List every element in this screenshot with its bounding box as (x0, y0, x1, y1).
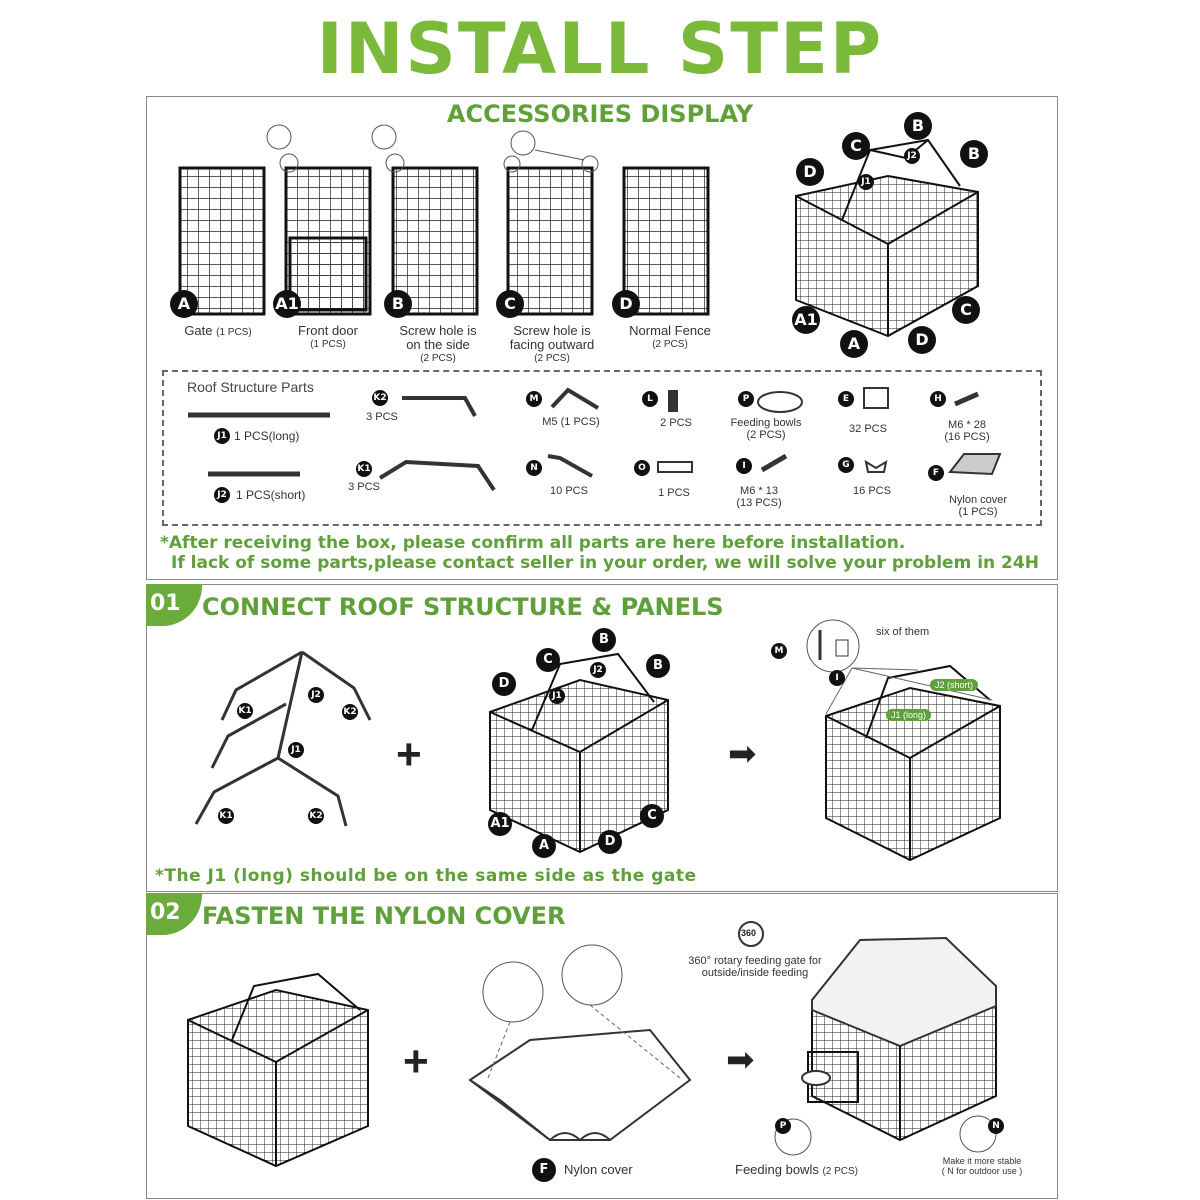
part-badge-e: E (838, 391, 854, 407)
badge-d: D (612, 290, 640, 318)
part-n-text: 10 PCS (550, 485, 588, 497)
part-badge-g: G (838, 457, 854, 473)
tag-j2-short: J2 (short) (930, 679, 979, 691)
step1-note: *The J1 (long) should be on the same sid… (155, 866, 697, 886)
part-badge-m: M (526, 391, 542, 407)
confirm-note-line1: *After receiving the box, please confirm… (160, 533, 906, 553)
part-badge-f: F (928, 465, 944, 481)
part-l-text: 2 PCS (660, 417, 692, 429)
detail-badge-i: I (829, 670, 845, 686)
step1-badge-d: D (492, 672, 516, 696)
part-o-text: 1 PCS (658, 487, 690, 499)
panel-a1-label: Front door(1 PCS) (298, 323, 358, 351)
step2-heading: FASTEN THE NYLON COVER (202, 902, 566, 930)
part-k2-text: 3 PCS (366, 411, 398, 423)
feeding-badge-p: P (775, 1118, 791, 1134)
frame-badge-k2: K2 (342, 704, 358, 720)
confirm-note-line2: If lack of some parts,please contact sel… (171, 553, 1039, 573)
rotary-text: 360° rotary feeding gate for outside/ins… (688, 955, 822, 979)
part-badge-j2: J2 (214, 487, 230, 503)
part-badge-k2: K2 (372, 390, 388, 406)
kennel-badge-j1: J1 (858, 174, 874, 190)
panel-c-label: Screw hole is facing outward(2 PCS) (509, 323, 595, 365)
frame-badge-j1: J1 (288, 742, 304, 758)
part-badge-p: P (738, 391, 754, 407)
tag-j1-long: J1 (long) (886, 709, 932, 721)
feeding-label: Feeding bowls (2 PCS) (735, 1162, 859, 1177)
part-i-text: M6 * 13(13 PCS) (736, 485, 782, 509)
part-e-text: 32 PCS (849, 423, 887, 435)
part-badge-i: I (736, 458, 752, 474)
nylon-badge-f: F (532, 1158, 556, 1182)
frame-badge-k1: K1 (237, 703, 253, 719)
step1-badge-b2: B (646, 654, 670, 678)
kennel-badge-j2: J2 (904, 148, 920, 164)
step1-badge-d2: D (598, 830, 622, 854)
page-title: INSTALL STEP (316, 8, 884, 90)
roof-parts-box (162, 370, 1042, 526)
part-badge-h: H (930, 391, 946, 407)
plus-sign: + (396, 730, 422, 779)
kennel-badge-d: D (796, 158, 824, 186)
step1-badge-b: B (592, 628, 616, 652)
step1-badge-c: C (536, 648, 560, 672)
badge-b: B (384, 290, 412, 318)
rotary-icon: 360 (741, 928, 757, 938)
kennel-badge-a1: A1 (792, 306, 820, 334)
kennel-badge-c: C (842, 132, 870, 160)
part-j2-text: 1 PCS(short) (236, 488, 306, 502)
part-j1-text: 1 PCS(long) (234, 429, 300, 443)
step1-section (146, 584, 1058, 892)
step1-badge-j2: J2 (590, 662, 606, 678)
part-badge-j1: J1 (214, 428, 230, 444)
stable-badge-n: N (988, 1118, 1004, 1134)
step1-badge-j1: J1 (549, 688, 565, 704)
panel-b-label: Screw hole is on the side(2 PCS) (399, 323, 477, 365)
part-badge-n: N (526, 460, 542, 476)
kennel-badge-a: A (840, 330, 868, 358)
arrow-icon-2: ➡ (726, 1041, 755, 1079)
part-badge-k1: K1 (356, 461, 372, 477)
kennel-badge-b2: B (960, 140, 988, 168)
stable-text: Make it more stable( N for outdoor use ) (941, 1156, 1023, 1176)
part-p-text: Feeding bowls(2 PCS) (730, 417, 802, 441)
nylon-label: Nylon cover (564, 1162, 633, 1177)
step1-badge-a1: A1 (488, 812, 512, 836)
six-of-them-text: six of them (876, 626, 930, 638)
step1-badge-c2: C (640, 804, 664, 828)
accessories-heading: ACCESSORIES DISPLAY (446, 100, 754, 128)
frame-badge-k2b: K2 (308, 808, 324, 824)
step2-section (146, 893, 1058, 1199)
kennel-badge-c2: C (952, 296, 980, 324)
badge-a: A (170, 290, 198, 318)
kennel-badge-d2: D (908, 326, 936, 354)
accessories-section (146, 96, 1058, 580)
frame-badge-k1b: K1 (218, 808, 234, 824)
frame-badge-j2: J2 (308, 687, 324, 703)
panel-a-label: Gate (1 PCS) (184, 323, 252, 339)
step1-heading: CONNECT ROOF STRUCTURE & PANELS (202, 593, 724, 621)
kennel-badge-b: B (904, 112, 932, 140)
badge-c: C (496, 290, 524, 318)
detail-badge-m: M (771, 643, 787, 659)
part-g-text: 16 PCS (853, 485, 891, 497)
part-f-text: Nylon cover(1 PCS) (948, 494, 1008, 518)
part-h-text: M6 * 28(16 PCS) (944, 419, 990, 443)
roof-parts-heading: Roof Structure Parts (187, 379, 314, 395)
part-k1-text: 3 PCS (348, 481, 380, 493)
plus-sign-2: + (403, 1037, 429, 1086)
badge-a1: A1 (273, 290, 301, 318)
part-m-text: M5 (1 PCS) (542, 416, 600, 428)
step1-badge-a: A (532, 834, 556, 858)
arrow-icon: ➡ (728, 735, 757, 773)
panel-d-label: Normal Fence(2 PCS) (629, 323, 711, 351)
part-badge-o: O (634, 460, 650, 476)
part-badge-l: L (642, 391, 658, 407)
